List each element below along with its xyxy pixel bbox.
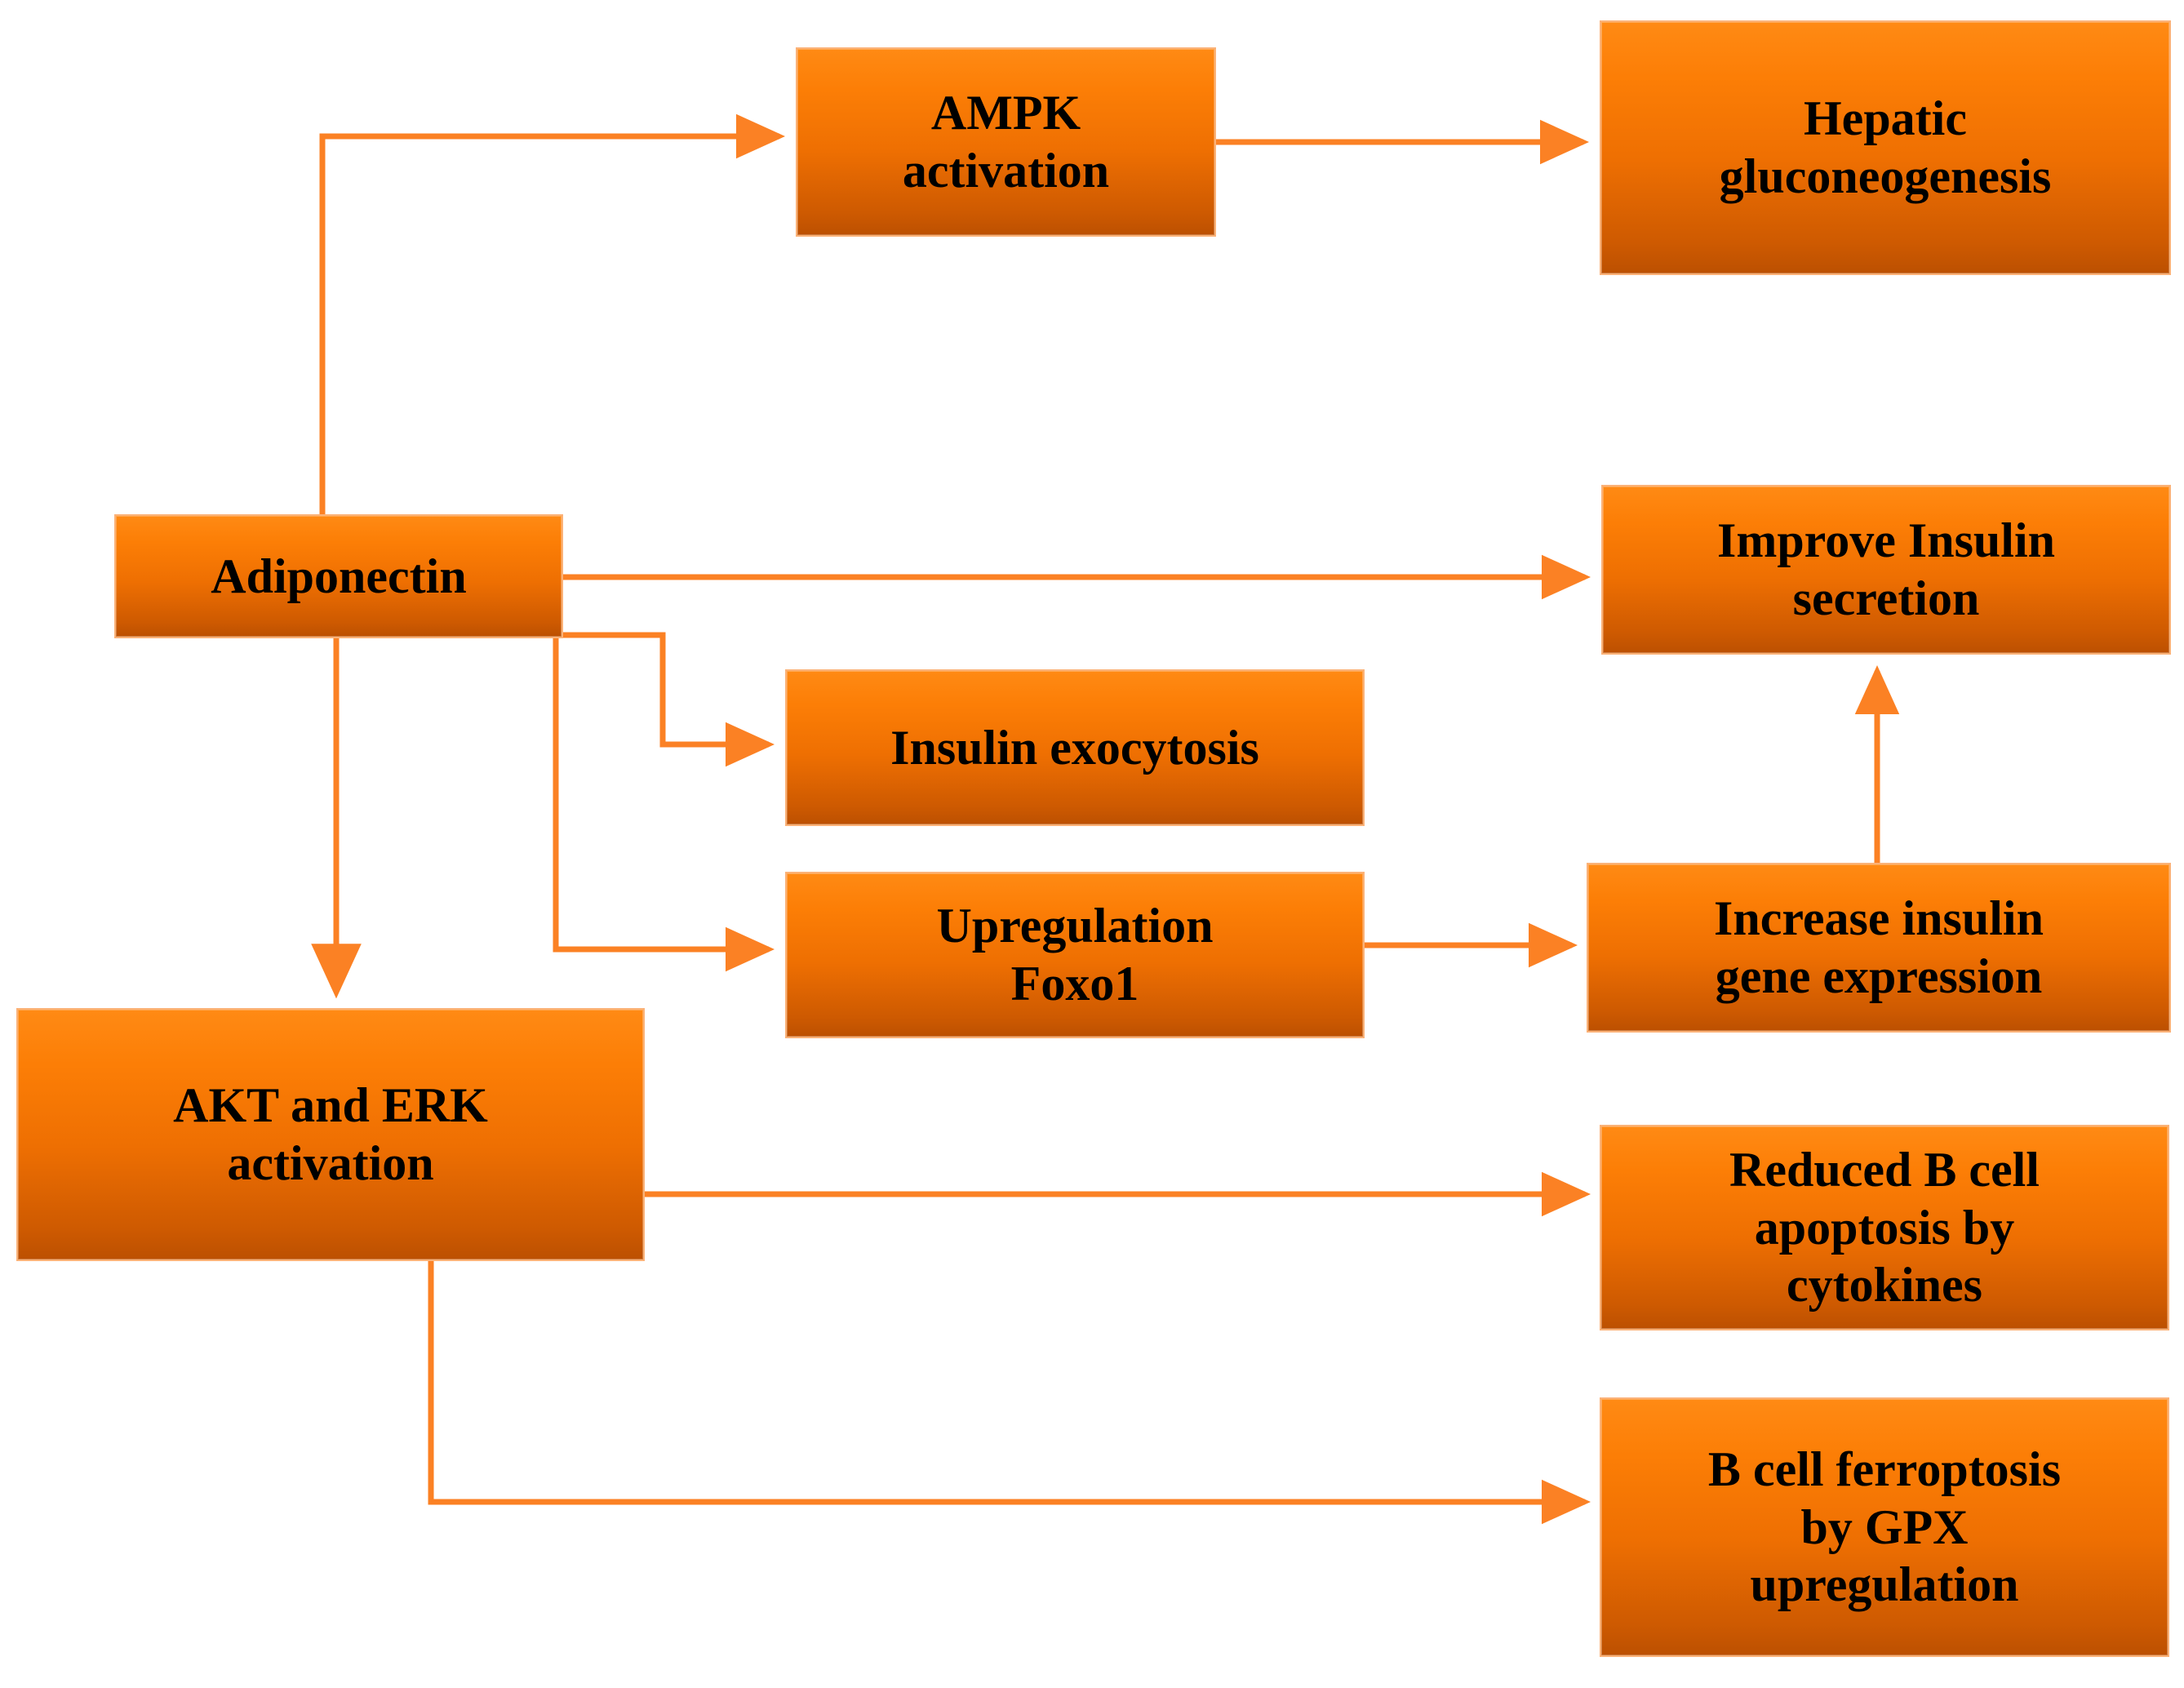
edge-adiponectin-to-exocytosis: [563, 632, 775, 767]
edge-adiponectin-to-foxo1: [553, 638, 775, 972]
node-reduced-b-cell-apoptosis[interactable]: Reduced B cell apoptosis by cytokines: [1600, 1125, 2169, 1330]
node-b-cell-ferroptosis[interactable]: B cell ferroptosis by GPX upregulation: [1600, 1397, 2169, 1657]
node-improve-insulin-secretion[interactable]: Improve Insulin secretion: [1601, 485, 2171, 655]
node-hepatic-gluconeogenesis[interactable]: Hepatic gluconeogenesis: [1600, 20, 2171, 275]
node-akt-and-erk-activation[interactable]: AKT and ERK activation: [16, 1008, 645, 1261]
node-insulin-exocytosis[interactable]: Insulin exocytosis: [785, 669, 1365, 826]
node-increase-insulin-gene-expression[interactable]: Increase insulin gene expression: [1587, 863, 2171, 1033]
node-adiponectin[interactable]: Adiponectin: [114, 514, 563, 638]
node-upregulation-foxo1[interactable]: Upregulation Foxo1: [785, 872, 1365, 1038]
node-ampk-activation[interactable]: AMPK activation: [796, 47, 1216, 237]
edge-akt-to-ferroptosis: [428, 1261, 1591, 1525]
edge-adiponectin-to-ampk: [319, 113, 786, 514]
